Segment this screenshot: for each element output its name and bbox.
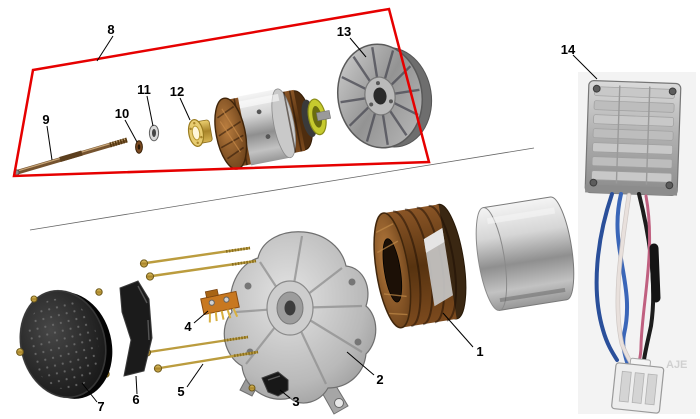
terminal-pins <box>208 307 239 323</box>
retaining-ring <box>148 124 160 142</box>
voltage-regulator-photo: AJE <box>578 72 696 414</box>
callout-label-11: 11 <box>137 82 151 97</box>
rear-cover <box>16 289 113 399</box>
watermark-text: AJE <box>666 359 687 371</box>
callout-label-5: 5 <box>177 384 184 399</box>
callout-label-6: 6 <box>132 392 139 407</box>
stator <box>373 203 467 329</box>
wire-black <box>637 192 656 362</box>
callout-label-14: 14 <box>561 42 576 57</box>
heat-shrink-sleeve <box>649 243 661 303</box>
regulator-wires <box>594 192 661 366</box>
callout-labels: 1 2 3 4 5 6 7 8 9 10 11 12 13 14 <box>42 22 576 414</box>
wire-connector <box>611 357 665 414</box>
cooling-fan <box>336 43 433 149</box>
regulator-body <box>584 80 682 196</box>
wire-white <box>616 193 633 365</box>
callout-label-1: 1 <box>476 344 483 359</box>
bolt <box>145 259 257 281</box>
fan-blades <box>340 47 420 145</box>
highlight-box <box>12 7 431 178</box>
rotor-assembly <box>214 88 331 170</box>
brush-holder <box>200 288 240 323</box>
heatsink-fins <box>591 86 676 183</box>
callout-label-4: 4 <box>184 319 192 334</box>
axis-guideline <box>29 147 535 231</box>
callout-label-8: 8 <box>107 22 114 37</box>
callout-label-9: 9 <box>42 112 49 127</box>
rotor-shaft <box>13 137 128 176</box>
bolt <box>153 350 259 373</box>
callout-label-7: 7 <box>97 399 104 414</box>
wire-blue <box>594 192 619 362</box>
shaft-washer <box>135 140 143 154</box>
bearing <box>187 119 213 147</box>
callout-label-2: 2 <box>376 372 383 387</box>
metal-cylinder-sleeve <box>475 196 575 311</box>
mount-block <box>248 371 289 397</box>
wire-pink <box>637 194 652 364</box>
callout-leader-lines <box>46 35 598 403</box>
callout-label-13: 13 <box>337 24 351 39</box>
through-bolts <box>139 246 259 373</box>
callout-label-12: 12 <box>170 84 184 99</box>
bolt <box>139 246 251 268</box>
callout-label-10: 10 <box>115 106 129 121</box>
brush-bracket-plate <box>95 280 153 378</box>
callout-label-3: 3 <box>292 394 299 409</box>
drive-end-bracket <box>223 231 377 415</box>
